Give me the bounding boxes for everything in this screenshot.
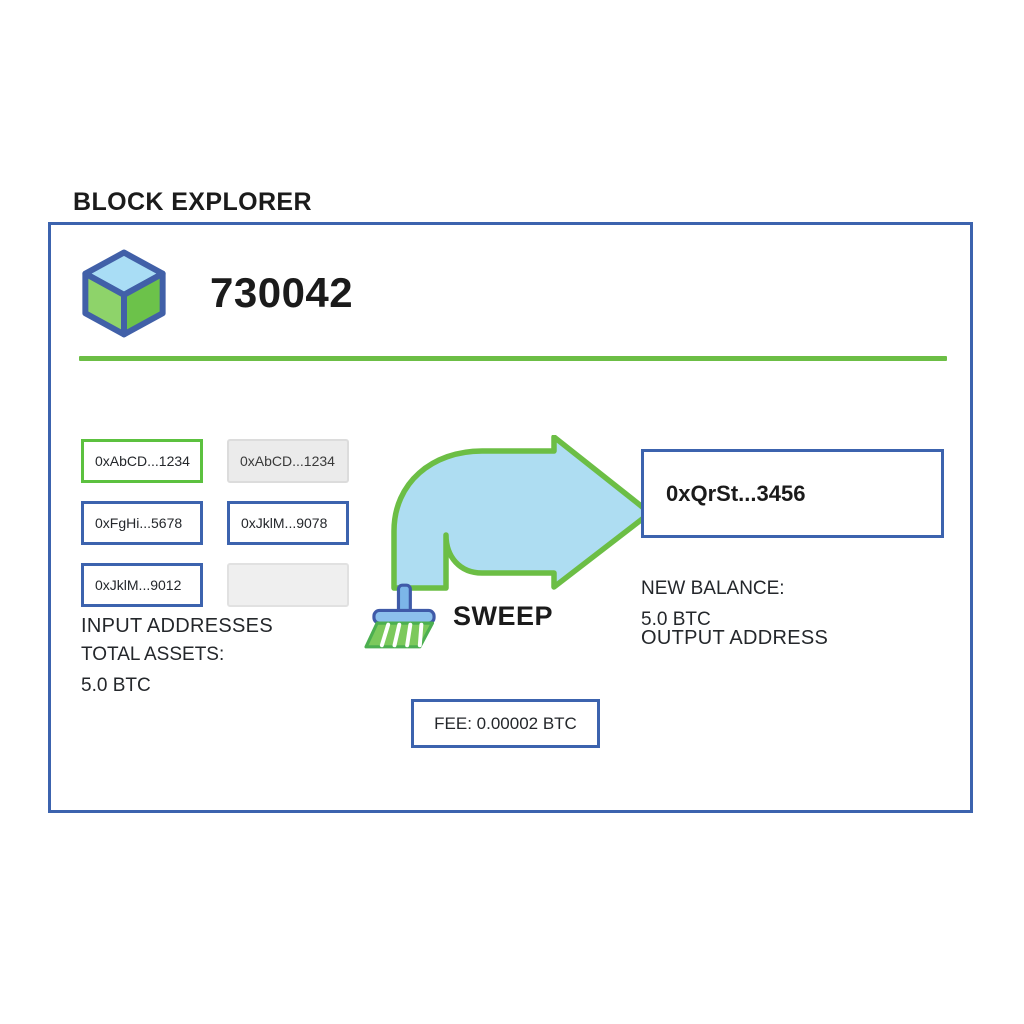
block-header: 730042 [78,247,353,339]
section-divider [79,356,947,361]
input-address-chip[interactable]: 0xAbCD...1234 [81,439,203,483]
output-address-label: OUTPUT ADDRESS [641,627,829,649]
input-addresses-grid: 0xAbCD...1234 0xAbCD...1234 0xFgHi...567… [81,439,371,607]
input-address-chip[interactable]: 0xFgHi...5678 [81,501,203,545]
new-balance-value: 5.0 BTC [641,608,711,630]
block-number: 730042 [210,269,354,316]
input-address-chip[interactable]: 0xJklM...9078 [227,501,349,545]
input-address-chip-empty[interactable] [227,563,349,607]
total-assets-label: TOTAL ASSETS: [81,644,225,665]
total-assets: TOTAL ASSETS: 5.0 BTC [81,640,224,702]
input-address-chip[interactable]: 0xAbCD...1234 [227,439,349,483]
input-addresses-label: INPUT ADDRESSES [81,615,273,637]
total-assets-value: 5.0 BTC [81,674,151,696]
new-balance-label: NEW BALANCE: [641,578,785,599]
broom-icon [363,582,445,650]
output-address-value[interactable]: 0xQrSt...3456 [641,449,944,538]
fee-box: FEE: 0.00002 BTC [411,699,600,748]
block-explorer-card: 730042 INPUT ADDRESSES 0xAbCD...1234 0xA… [48,222,973,813]
cube-icon [78,247,170,339]
sweep-label: SWEEP [453,600,554,631]
input-address-chip[interactable]: 0xJklM...9012 [81,563,203,607]
page-title: BLOCK EXPLORER [73,188,312,216]
new-balance: NEW BALANCE: 5.0 BTC [641,574,785,636]
sweep-action[interactable]: SWEEP [363,582,553,650]
